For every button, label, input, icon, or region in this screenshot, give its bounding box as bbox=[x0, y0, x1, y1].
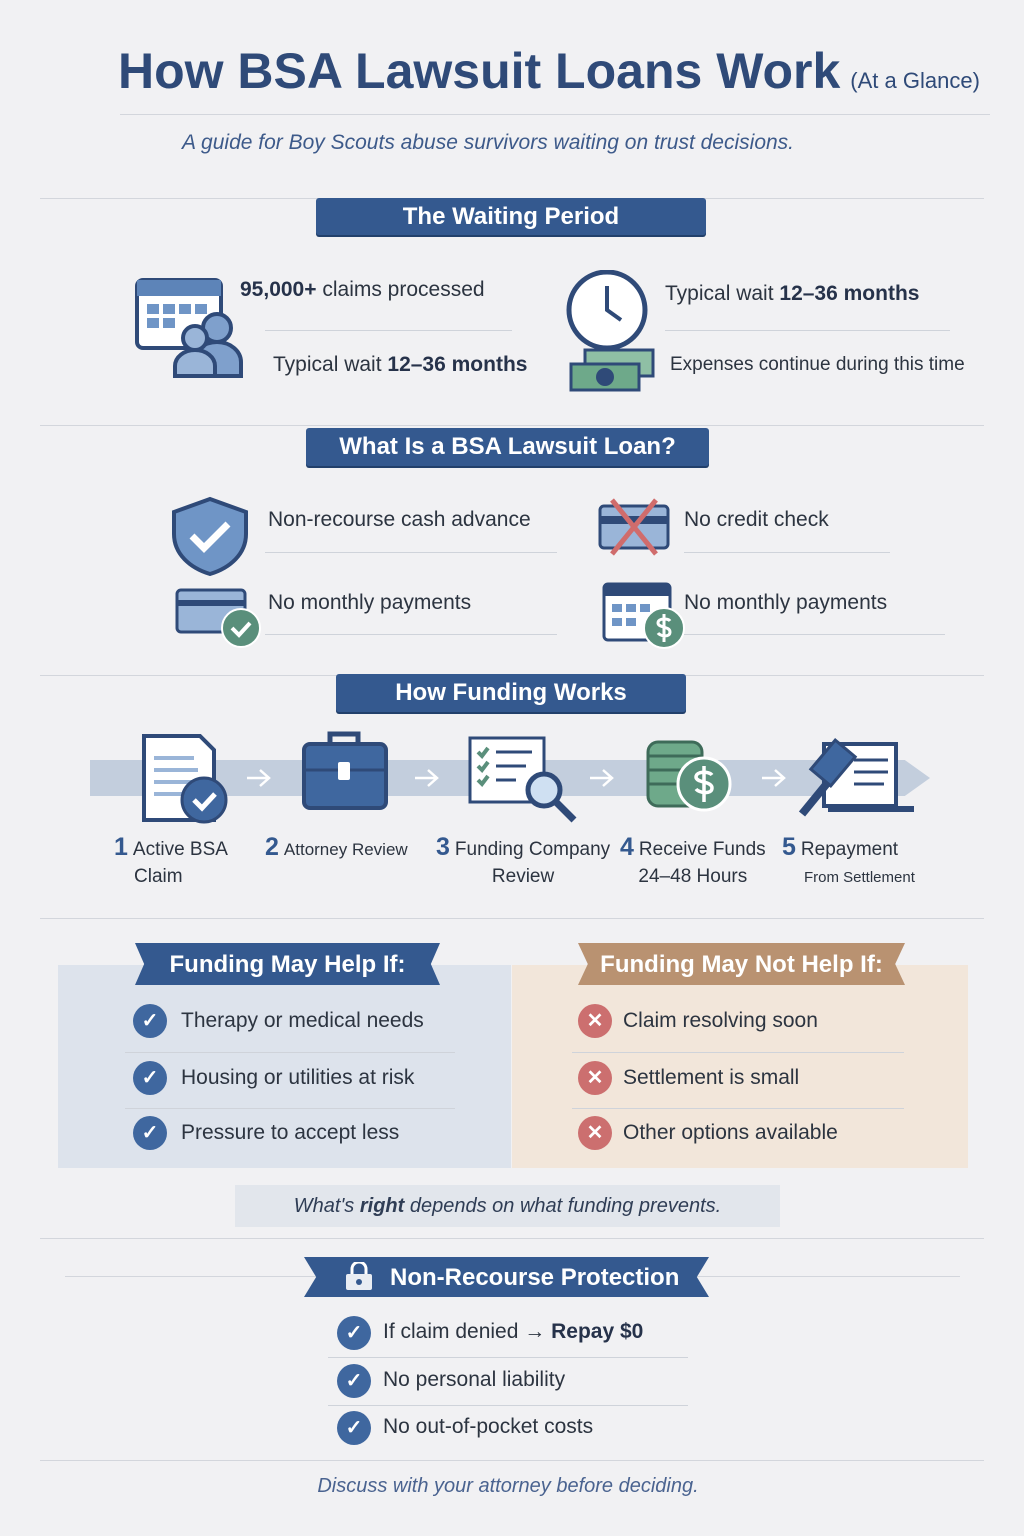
lock-icon bbox=[346, 1262, 372, 1290]
document-check-icon bbox=[142, 734, 228, 824]
gavel-document-icon bbox=[798, 737, 914, 817]
check-icon: ✓ bbox=[337, 1316, 371, 1350]
card-check-icon bbox=[175, 588, 261, 648]
wait-stat-right: Typical wait 12–36 months bbox=[665, 282, 920, 305]
not-help-item: Settlement is small bbox=[623, 1066, 800, 1089]
check-icon: ✓ bbox=[133, 1116, 167, 1150]
footer-note: Discuss with your attorney before decidi… bbox=[317, 1475, 699, 1497]
title-text: How BSA Lawsuit Loans Work bbox=[118, 43, 841, 99]
loan-item-4: No monthly payments bbox=[684, 591, 888, 614]
x-icon: ✕ bbox=[578, 1004, 612, 1038]
quote-box: What's right depends on what funding pre… bbox=[235, 1185, 780, 1227]
subtitle: A guide for Boy Scouts abuse survivors w… bbox=[181, 131, 795, 154]
claims-stat: 95,000+ claims processed bbox=[240, 278, 485, 301]
page-title: How BSA Lawsuit Loans Work (At a Glance) bbox=[118, 42, 980, 100]
banner-may-help: Funding May Help If: bbox=[169, 951, 406, 978]
arrow-icon bbox=[762, 769, 786, 787]
x-icon: ✕ bbox=[578, 1116, 612, 1150]
banner-non-recourse: Non-Recourse Protection bbox=[390, 1264, 680, 1291]
loan-item-3: No monthly payments bbox=[268, 591, 472, 614]
banner-may-not-help: Funding May Not Help If: bbox=[600, 951, 883, 978]
clock-money-icon bbox=[566, 270, 655, 392]
loan-item-1: Non-recourse cash advance bbox=[268, 508, 531, 531]
checklist-magnifier-icon bbox=[468, 736, 577, 823]
x-icon: ✕ bbox=[578, 1061, 612, 1095]
shield-check-icon bbox=[172, 496, 248, 576]
check-icon: ✓ bbox=[337, 1411, 371, 1445]
calendar-people-icon bbox=[135, 278, 243, 378]
help-item: Housing or utilities at risk bbox=[181, 1066, 415, 1089]
banner-what-is-loan: What Is a BSA Lawsuit Loan? bbox=[306, 428, 709, 466]
not-help-item: Other options available bbox=[623, 1121, 838, 1144]
help-item: Pressure to accept less bbox=[181, 1121, 400, 1144]
title-note: (At a Glance) bbox=[850, 68, 980, 93]
expenses-text: Expenses continue during this time bbox=[670, 354, 965, 375]
not-help-item: Claim resolving soon bbox=[623, 1009, 818, 1032]
wait-stat-left: Typical wait 12–36 months bbox=[273, 353, 528, 376]
briefcase-icon bbox=[302, 731, 388, 810]
coins-dollar-icon bbox=[646, 740, 732, 812]
arrow-icon bbox=[590, 769, 614, 787]
banner-how-funding-works: How Funding Works bbox=[336, 674, 686, 712]
check-icon: ✓ bbox=[133, 1004, 167, 1038]
arrow-icon bbox=[247, 769, 271, 787]
help-ribbon bbox=[135, 943, 440, 985]
loan-item-2: No credit check bbox=[684, 508, 829, 531]
help-item: Therapy or medical needs bbox=[181, 1009, 424, 1032]
not-help-ribbon bbox=[578, 943, 905, 985]
protection-item: If claim denied → Repay $0 bbox=[383, 1320, 644, 1343]
arrow-icon bbox=[415, 769, 439, 787]
calendar-dollar-icon bbox=[602, 582, 685, 649]
protection-item: No out-of-pocket costs bbox=[383, 1415, 594, 1438]
check-icon: ✓ bbox=[337, 1364, 371, 1398]
protection-item: No personal liability bbox=[383, 1368, 566, 1391]
banner-waiting-period: The Waiting Period bbox=[316, 198, 706, 235]
check-icon: ✓ bbox=[133, 1061, 167, 1095]
no-credit-card-icon bbox=[598, 498, 670, 556]
